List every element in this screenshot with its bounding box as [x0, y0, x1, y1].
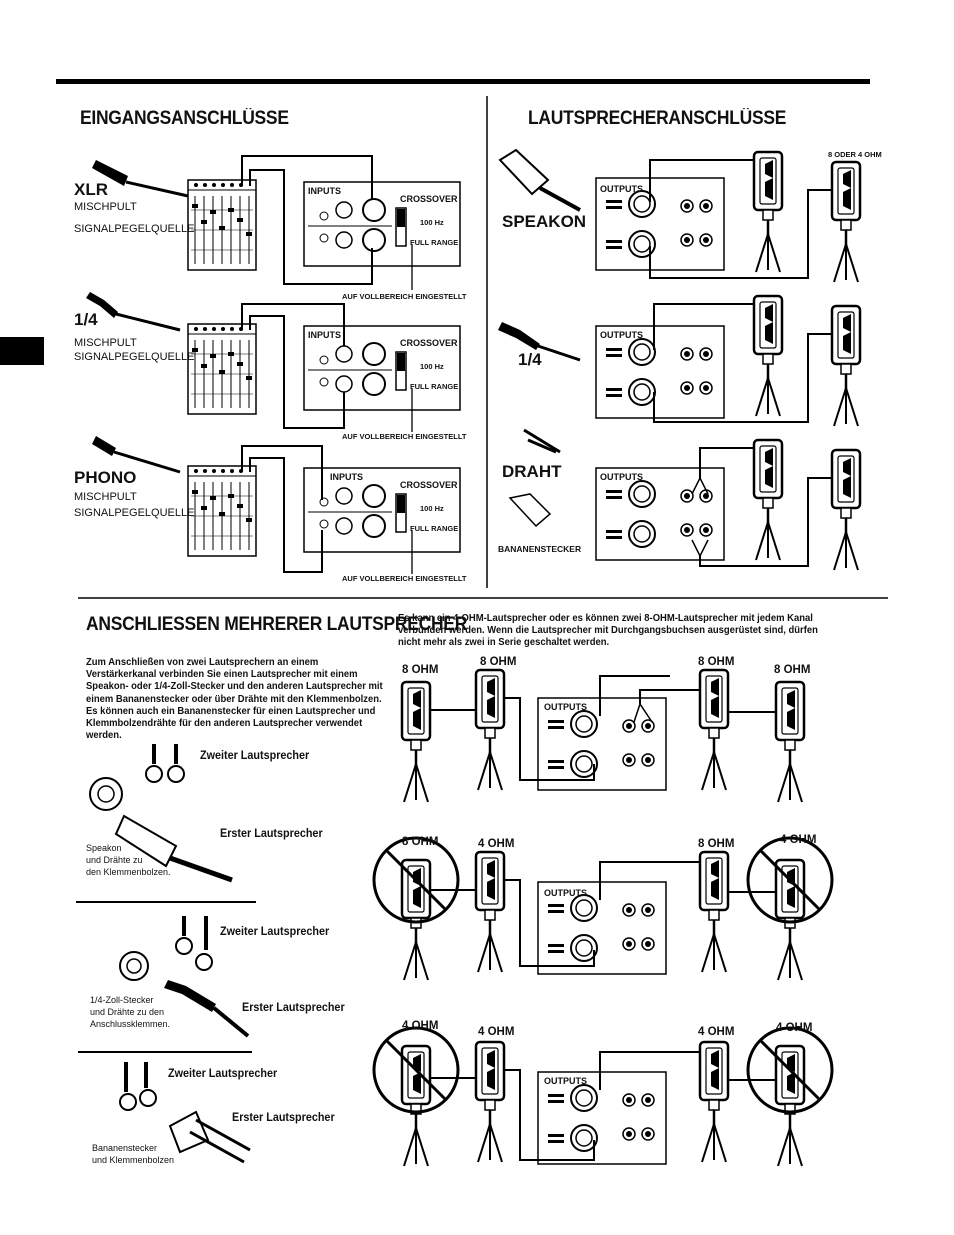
speaker-row-speakon [498, 148, 862, 284]
example2-second: Zweiter Lautsprecher [220, 924, 330, 938]
fullrange-label-3: FULL RANGE [410, 524, 459, 533]
ohm-r3-r2: 4 OHM [776, 1022, 813, 1034]
speakers-heading: LAUTSPRECHERANSCHLÜSSE [528, 108, 787, 129]
example3-first: Erster Lautsprecher [232, 1110, 335, 1124]
source-line1-phono: MISCHPULT [74, 491, 137, 503]
source-line1-quarter: MISCHPULT [74, 337, 137, 349]
page-tab [0, 337, 44, 365]
outputs-label-4: OUTPUTS [544, 702, 588, 712]
ohm-r2-r1: 8 OHM [698, 838, 735, 850]
multi-heading: ANSCHLIESSEN MEHRERER LAUTSPRECHER [86, 614, 468, 635]
ohm-r3-l2: 4 OHM [478, 1026, 515, 1038]
speaker-row-draht [508, 428, 862, 572]
multi-intro: Zum Anschließen von zwei Lautsprechern a… [86, 656, 383, 742]
outputs-label-2: OUTPUTS [600, 330, 644, 340]
freq-label-2: 100 Hz [420, 362, 444, 371]
example3-second: Zweiter Lautsprecher [168, 1066, 278, 1080]
example3-note: Bananenstecker und Klemmenbolzen [92, 1143, 175, 1165]
freq-label-1: 100 Hz [420, 218, 444, 227]
multi-header-note: Es kann ein 4-OHM-Lautsprecher oder es k… [398, 612, 818, 649]
example-2 [119, 916, 250, 1038]
source-line2-quarter: SIGNALPEGELQUELLE [74, 351, 195, 363]
note-xlr: AUF VOLLBEREICH EINGESTELLT [342, 292, 467, 301]
ohm-r3-r1: 4 OHM [698, 1026, 735, 1038]
inputs-label-2: INPUTS [308, 330, 342, 340]
inputs-label-3: INPUTS [330, 472, 364, 482]
crossover-label-3: CROSSOVER [400, 480, 458, 490]
source-line1-xlr: MISCHPULT [74, 201, 137, 213]
outputs-label-1: OUTPUTS [600, 184, 644, 194]
note-quarter: AUF VOLLBEREICH EINGESTELLT [342, 432, 467, 441]
speaker-row-quarter [498, 294, 862, 428]
crossover-label-2: CROSSOVER [400, 338, 458, 348]
inputs-label-1: INPUTS [308, 186, 342, 196]
example1-first: Erster Lautsprecher [220, 826, 323, 840]
fullrange-label-1: FULL RANGE [410, 238, 459, 247]
top-rule [56, 79, 870, 84]
example2-note: 1/4-Zoll-Stecker und Drähte zu den Ansch… [90, 995, 171, 1029]
ohm-r1-l2: 8 OHM [480, 656, 517, 668]
fullrange-label-2: FULL RANGE [410, 382, 459, 391]
inputs-heading: EINGANGSANSCHLÜSSE [80, 108, 289, 129]
outputs-label-6: OUTPUTS [544, 1076, 588, 1086]
example1-second: Zweiter Lautsprecher [200, 748, 310, 762]
ohm-r2-l1: 8 OHM [402, 836, 439, 848]
connector-label-quarter: 1/4 [74, 310, 98, 329]
draht-label: DRAHT [502, 462, 562, 481]
multi-row-1 [400, 668, 806, 804]
ohm-r3-l1: 4 OHM [402, 1020, 439, 1032]
speakon-label: SPEAKON [502, 212, 587, 231]
freq-label-3: 100 Hz [420, 504, 444, 513]
example-3 [119, 1062, 251, 1164]
input-row-quarter [86, 292, 461, 432]
source-line2-xlr: SIGNALPEGELQUELLE [74, 223, 195, 235]
example2-first: Erster Lautsprecher [242, 1000, 345, 1014]
multi-row-3 [372, 1026, 834, 1168]
source-line2-phono: SIGNALPEGELQUELLE [74, 507, 195, 519]
example1-note: Speakon und Drähte zu den Klemmenbolzen. [86, 843, 171, 877]
input-row-xlr [92, 155, 461, 290]
banana-label: BANANENSTECKER [498, 544, 582, 554]
ohm-r1-l1: 8 OHM [402, 664, 439, 676]
connector-label-xlr: XLR [74, 180, 108, 199]
multi-row-2 [372, 836, 834, 982]
ohm-r2-l2: 4 OHM [478, 838, 515, 850]
ohm-r2-r2: 4 OHM [780, 834, 817, 846]
outputs-label-5: OUTPUTS [544, 888, 588, 898]
ohm-label-top: 8 ODER 4 OHM [828, 150, 882, 159]
ohm-r1-r1: 8 OHM [698, 656, 735, 668]
crossover-label-1: CROSSOVER [400, 194, 458, 204]
note-phono: AUF VOLLBEREICH EINGESTELLT [342, 574, 467, 583]
input-row-phono [92, 436, 461, 574]
example-1 [89, 744, 233, 883]
outputs-label-3: OUTPUTS [600, 472, 644, 482]
connector-label-phono: PHONO [74, 468, 137, 487]
ohm-r1-r2: 8 OHM [774, 664, 811, 676]
quarter-speaker-label: 1/4 [518, 350, 542, 369]
